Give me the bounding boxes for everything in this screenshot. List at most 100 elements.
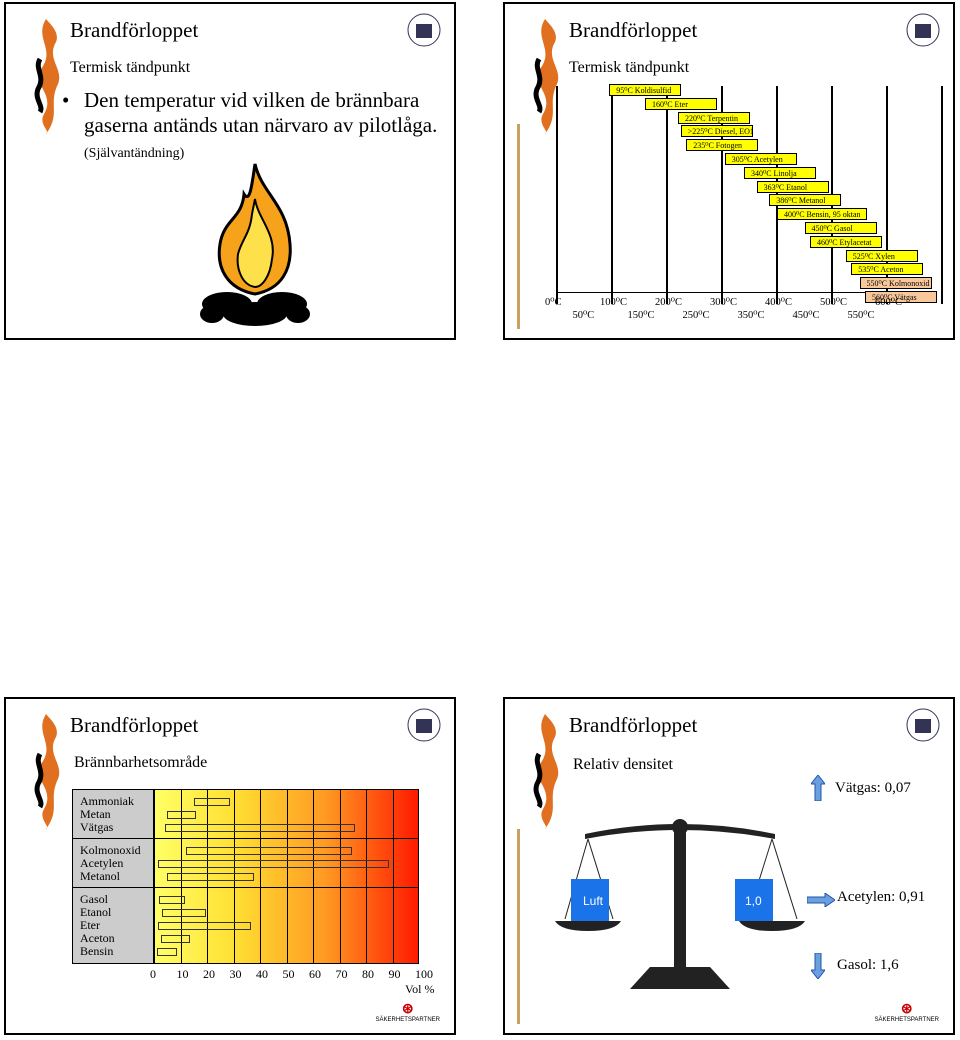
ornament-bar [517, 829, 520, 1024]
ignition-entry: 460⁰C Etylacetat [810, 235, 882, 248]
flame-decoration-icon [34, 714, 60, 829]
slide-4: Brandförloppet Relativ densitet Luft 1,0… [503, 697, 955, 1035]
slide-subtitle: Brännbarhetsområde [74, 754, 208, 771]
ornament-bar [517, 124, 520, 329]
ignition-entry: 386⁰C Metanol [769, 194, 842, 207]
luft-label: Luft [583, 894, 604, 908]
axis-tick-label: 50⁰C [572, 310, 595, 321]
ignition-entry: 235⁰C Fotogen [686, 139, 759, 152]
group-divider [72, 838, 419, 839]
flame-decoration-icon [533, 714, 559, 829]
axis-tick-label: 0⁰C [545, 297, 562, 308]
sakerhetspartner-logo: ⊛ SÄKERHETSPARTNER [874, 1000, 939, 1023]
campfire-icon [200, 163, 310, 326]
ignition-entry: 340⁰C Linolja [744, 166, 816, 179]
slide-title: Brandförloppet [569, 18, 698, 42]
x-tick-label: 100 [415, 967, 433, 981]
axis-tick-label: 500⁰C [820, 297, 847, 308]
arrow-up-icon [811, 775, 825, 801]
flammability-range-bar [161, 909, 207, 917]
gridline [260, 789, 261, 964]
slide-subtitle: Termisk tändpunkt [70, 59, 191, 76]
axis-tick-label: 250⁰C [682, 310, 710, 321]
ignition-entry: 535⁰C Aceton [851, 263, 924, 276]
group-divider [72, 887, 419, 888]
gridline [721, 86, 723, 304]
x-tick-label: 20 [203, 967, 215, 981]
arrow-right-icon [807, 893, 835, 907]
label-panel [72, 789, 154, 964]
balance-scale-icon [555, 819, 805, 989]
university-logo-icon [906, 708, 940, 742]
sakerhetspartner-logo: ⊛ SÄKERHETSPARTNER [375, 1000, 440, 1023]
slide-subtitle: Relativ densitet [573, 756, 673, 773]
substance-label: Ammoniak [80, 794, 134, 808]
university-logo-icon [407, 708, 441, 742]
axis-tick-label: 350⁰C [737, 310, 765, 321]
flammability-range-bar [185, 847, 353, 855]
substance-label: Metan [80, 807, 111, 821]
axis-tick-label: 150⁰C [627, 310, 655, 321]
x-tick-label: 40 [256, 967, 268, 981]
gridline [941, 86, 943, 304]
partner-logo-icon: ⊛ [401, 1000, 414, 1016]
axis-tick-label: 400⁰C [765, 297, 792, 308]
flammability-range-bar [167, 811, 196, 819]
arrow-down-icon [811, 953, 825, 979]
density-acetylene: Acetylen: 0,91 [837, 889, 926, 905]
gridline [207, 789, 208, 964]
flame-decoration-icon [34, 19, 60, 134]
flammability-range-bar [156, 948, 178, 956]
gridline [666, 86, 668, 304]
university-logo-icon [407, 13, 441, 47]
axis-tick-label: 300⁰C [710, 297, 737, 308]
x-tick-label: 60 [309, 967, 321, 981]
flammability-range-bar [159, 896, 186, 904]
substance-label: Vätgas [80, 820, 114, 834]
axis-tick-label: 200⁰C [655, 297, 682, 308]
density-hydrogen: Vätgas: 0,07 [835, 780, 911, 796]
gridline [180, 789, 182, 964]
gridline [556, 86, 558, 304]
slide-2: Brandförloppet Termisk tändpunkt 95⁰C Ko… [503, 2, 955, 340]
flammability-range-bar [157, 860, 390, 868]
reference-density-label: 1,0 [745, 894, 762, 908]
axis-tick-label: 450⁰C [792, 310, 820, 321]
substance-label: Acetylen [80, 856, 124, 870]
ignition-entry: >225⁰C Diesel, EO1 [680, 125, 754, 138]
x-tick-label: 10 [176, 967, 189, 981]
partner-logo-icon: ⊛ [900, 1000, 913, 1016]
flame-decoration-icon [533, 19, 559, 134]
slide-title: Brandförloppet [70, 713, 199, 737]
x-tick-label: 80 [362, 967, 374, 981]
substance-label: Bensin [80, 944, 114, 958]
flammability-range-bar [164, 824, 355, 832]
substance-label: Metanol [80, 869, 120, 883]
ignition-entry: 305⁰C Acetylen [724, 153, 797, 165]
flammability-range-bar [160, 935, 191, 943]
axis-tick-label: 600⁰C [875, 297, 902, 308]
substance-label: Aceton [80, 931, 115, 945]
ignition-entry: 450⁰C Gasol [804, 222, 877, 234]
gridline [339, 789, 341, 964]
ignition-entry: 560⁰C Vätgas [865, 291, 937, 303]
substance-label: Kolmonoxid [80, 843, 141, 857]
ignition-entry: 363⁰C Etanol [756, 180, 829, 193]
flammability-range-bar [167, 873, 255, 881]
gridline [233, 789, 235, 964]
ignition-entry: 95⁰C Koldisulfid [609, 84, 682, 96]
flammability-range-bar [157, 922, 252, 930]
x-tick-label: 70 [335, 967, 348, 981]
slide-1: Brandförloppet Termisk tändpunkt • Den t… [4, 2, 456, 340]
baseline [557, 292, 887, 293]
substance-label: Eter [80, 918, 100, 932]
x-tick-label: 30 [229, 967, 242, 981]
x-tick-label: 0 [150, 967, 156, 981]
university-logo-icon [906, 13, 940, 47]
ignition-entry: 220⁰C Terpentin [678, 111, 750, 124]
flammability-range-bar [193, 798, 231, 806]
axis-tick-label: 550⁰C [847, 310, 875, 321]
gridline [886, 86, 888, 304]
gridline [286, 789, 288, 964]
ignition-entry: 525⁰C Xylen [845, 249, 918, 262]
